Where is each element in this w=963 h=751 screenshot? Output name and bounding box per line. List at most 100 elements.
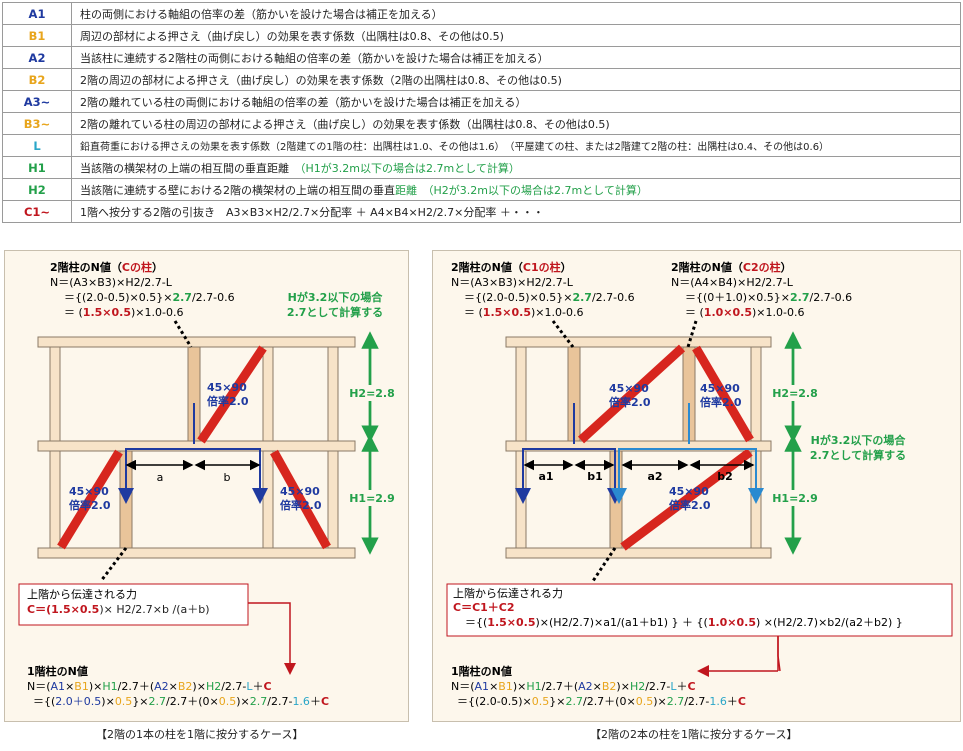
force-arrows [118,403,268,504]
formula-line-2: ＝{(2.0-0.5)×0.5}×2.7/2.7-0.6 [64,291,235,304]
legend-key: C1~ [2,200,72,223]
legend-desc-text: 当該階に連続する壁における2階の横架材の上端の相互間の垂直 [80,183,395,197]
c2-title: 2階柱のN値（C2の柱） [671,260,792,274]
legend-key: A2 [2,46,72,69]
wall-left-ratio: 倍率2.0 [69,498,111,512]
wall-upper-size: 45×90 [207,381,247,394]
c1-formula-2: ＝{(2.0-0.5)×0.5}×2.7/2.7-0.6 [464,291,635,304]
n1-line-2: ＝{(2.0＋0.5)×0.5}×2.7/2.7＋(0×0.5)×2.7/2.7… [33,695,329,708]
wall-left-size: 45×90 [69,485,109,498]
legend-desc: 2階の離れている柱の両側における軸組の倍率の差（筋かいを設けた場合は補正を加える… [71,90,961,113]
diagram-single-column: 2階柱のN値（Cの柱） N＝(A3×B3)×H2/2.7-L ＝{(2.0-0.… [18,260,400,708]
c1-formula-1: N＝(A3×B3)×H2/2.7-L [451,276,574,289]
h-note-line-2: 2.7として計算する [287,305,383,319]
wall-lower-size: 45×90 [669,485,709,498]
legend-key: L [2,134,72,157]
panel-two-columns: 2階柱のN値（C1の柱） N＝(A3×B3)×H2/2.7-L ＝{(2.0-0… [432,250,961,722]
caption-two-columns: 【2階の2本の柱を1階に按分するケース】 [590,728,798,741]
n1-line-2: ＝{(2.0-0.5)×0.5}×2.7/2.7＋(0×0.5)×2.7/2.7… [457,695,746,708]
h2-label-bg [345,385,400,401]
legend-key: H1 [2,156,72,179]
c1-formula-3: ＝ (1.5×0.5)×1.0-0.6 [464,306,583,319]
wall-upper-ratio: 倍率2.0 [207,394,249,408]
h-note-line-2: 2.7として計算する [810,448,906,462]
n1-line-1: N＝(A1×B1)×H1/2.7＋(A2×B2)×H2/2.7-L＋C [27,680,272,693]
n1-title: 1階柱のN値 [27,664,88,678]
wall-upper1-ratio: 倍率2.0 [609,395,651,409]
legend-desc: 1階へ按分する2階の引抜き A3×B3×H2/2.7×分配率 ＋ A4×B4×H… [71,200,961,223]
c2-formula-3: ＝ (1.0×0.5)×1.0-0.6 [685,306,804,319]
c2-formula-1: N＝(A4×B4)×H2/2.7-L [671,276,794,289]
dim-label-a: a [157,471,164,484]
legend-key: H2 [2,178,72,201]
wall-right-ratio: 倍率2.0 [280,498,322,512]
n1-line-1: N＝(A1×B1)×H1/2.7＋(A2×B2)×H2/2.7-L＋C [451,680,696,693]
legend-row-b3: B3~2階の離れている柱の周辺の部材による押さえ（曲げ戻し）の効果を表す係数（出… [2,112,961,135]
wall-lower-ratio: 倍率2.0 [669,498,711,512]
h1-label: H1=2.9 [772,492,818,505]
n-value-title: 2階柱のN値（Cの柱） [50,260,163,274]
dim-label-a2: a2 [647,470,662,483]
diagonal-braces [57,345,331,550]
c2-formula-2: ＝{(0＋1.0)×0.5}×2.7/2.7-0.6 [685,291,852,304]
timber-frame [505,336,772,559]
panel-single-column: 2階柱のN値（Cの柱） N＝(A3×B3)×H2/2.7-L ＝{(2.0-0.… [4,250,409,722]
force-box [18,583,249,626]
force-title: 上階から伝達される力 [27,587,137,601]
formula-line-1: N＝(A3×B3)×H2/2.7-L [50,276,173,289]
legend-desc: 2階の離れている柱の周辺の部材による押さえ（曲げ戻し）の効果を表す係数（出隅柱は… [71,112,961,135]
dim-label-a1: a1 [538,470,553,483]
wall-upper2-size: 45×90 [700,382,740,395]
legend-key: A3~ [2,90,72,113]
leader-lines [551,320,698,582]
force-box [446,583,953,637]
h2-label: H2=2.8 [349,387,395,400]
force-formula: C＝(1.5×0.5)× H2/2.7×b /(a＋b) [27,603,210,616]
n1-title: 1階柱のN値 [451,664,512,678]
legend-desc-text: 当該階の横架材の上端の相互間の垂直距離 [80,161,289,175]
h2-label: H2=2.8 [772,387,818,400]
legend-desc: 周辺の部材による押さえ（曲げ戻し）の効果を表す係数（出隅柱は0.8、その他は0.… [71,24,961,47]
force-formula: ＝{(1.5×0.5)×(H2/2.7)×a1/(a1＋b1) } ＋ {(1.… [465,616,903,629]
legend-desc: 当該階に連続する壁における2階の横架材の上端の相互間の垂直距離 （H2が3.2m… [71,178,961,201]
h2-label-bg [768,385,823,401]
legend-row-a3: A3~2階の離れている柱の両側における軸組の倍率の差（筋かいを設けた場合は補正を… [2,90,961,113]
legend-desc-green: 距離 [395,183,417,197]
h1-label-bg [768,490,823,506]
legend-desc: 当該柱に連続する2階柱の両側における軸組の倍率の差（筋かいを設けた場合は補正を加… [71,46,961,69]
c1-title: 2階柱のN値（C1の柱） [451,260,572,274]
force-pointer-arrow [248,602,296,675]
legend-desc: 鉛直荷重における押さえの効果を表す係数（2階建ての1階の柱：出隅柱は1.0、その… [71,134,961,157]
caption-single-column: 【2階の1本の柱を1階に按分するケース】 [96,728,304,741]
h1-label: H1=2.9 [349,492,395,505]
dim-label-b1: b1 [587,470,603,483]
legend-row-c1: C1~1階へ按分する2階の引抜き A3×B3×H2/2.7×分配率 ＋ A4×B… [2,200,961,223]
timber-frame [37,336,356,559]
legend-note: （H2が3.2m以下の場合は2.7mとして計算） [428,183,648,197]
wall-right-size: 45×90 [280,485,320,498]
legend-key: B1 [2,24,72,47]
legend-note: （H1が3.2m以下の場合は2.7mとして計算） [300,161,520,175]
wall-upper1-size: 45×90 [609,382,649,395]
h-note-line-1: Hが3.2以下の場合 [811,433,907,447]
leader-lines [99,320,193,582]
diagonal-braces [577,344,754,551]
wall-upper2-ratio: 倍率2.0 [700,395,742,409]
legend-desc: 当該階の横架材の上端の相互間の垂直距離 （H1が3.2m以下の場合は2.7mとし… [71,156,961,179]
diagram-two-columns: 2階柱のN値（C1の柱） N＝(A3×B3)×H2/2.7-L ＝{(2.0-0… [446,260,953,708]
formula-line-3: ＝ (1.5×0.5)×1.0-0.6 [64,306,183,319]
force-arrows [515,403,764,504]
h-note-line-1: Hが3.2以下の場合 [288,290,384,304]
force-title: 上階から伝達される力 [453,586,563,600]
dim-label-b2: b2 [717,470,733,483]
force-sum: C＝C1＋C2 [453,601,515,614]
legend-desc: 柱の両側における軸組の倍率の差（筋かいを設けた場合は補正を加える） [71,2,961,25]
